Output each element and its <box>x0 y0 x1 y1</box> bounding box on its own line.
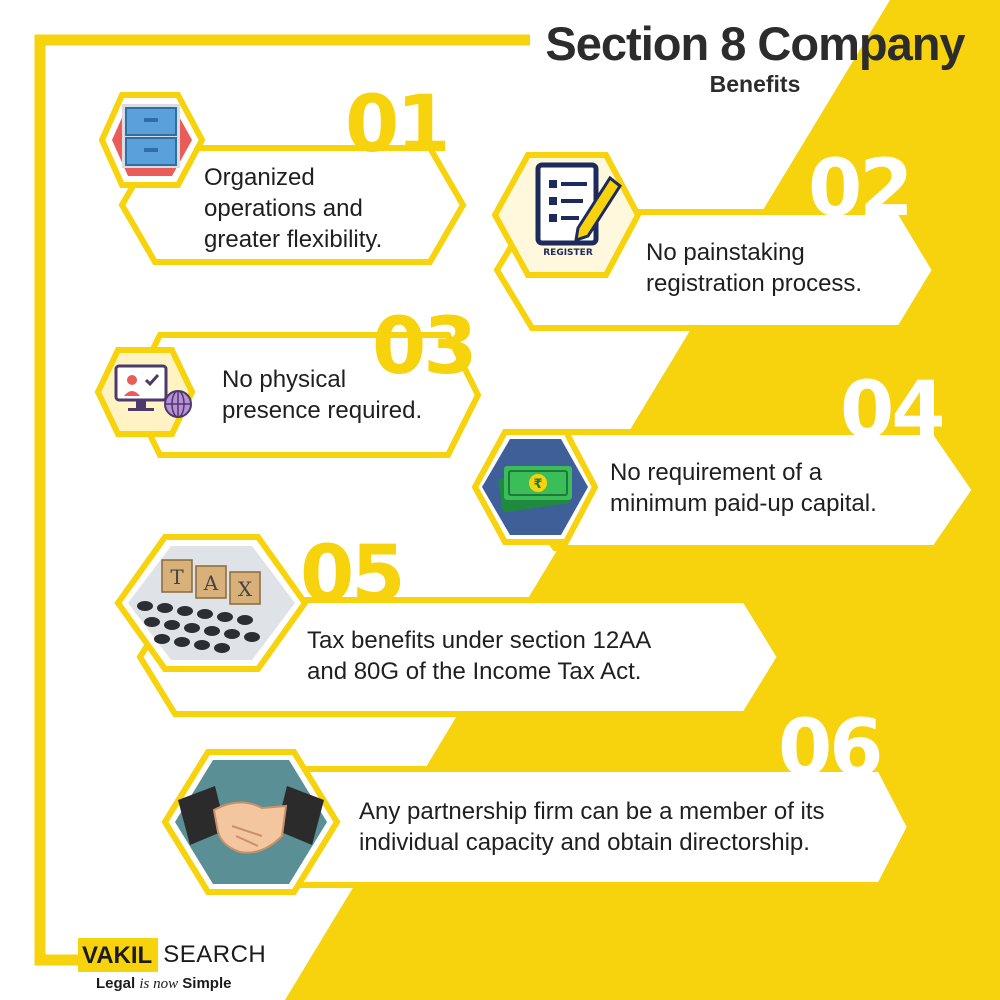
brand-logo: VAKIL SEARCH Legal is now Simple <box>78 938 266 993</box>
item-06-line-2: individual capacity and obtain directors… <box>359 829 810 856</box>
item-05-line-1: Tax benefits under section 12AA <box>307 627 652 654</box>
register-label: REGISTER <box>543 248 593 258</box>
tax-calculator-icon: T A X <box>114 534 309 672</box>
rupee-symbol: ₹ <box>533 477 542 492</box>
item-number-04: 04 <box>840 366 946 456</box>
file-cabinet-icon <box>98 92 206 188</box>
item-text-05: Tax benefits under section 12AA and 80G … <box>307 625 651 687</box>
item-01-line-3: greater flexibility. <box>204 226 383 253</box>
tax-letter-a: A <box>203 571 219 595</box>
item-number-06: 06 <box>778 704 884 794</box>
page-subtitle: Benefits <box>709 71 801 97</box>
card-05-box <box>136 597 784 717</box>
card-01-box <box>118 145 467 265</box>
item-02-line-1: No painstaking <box>646 239 805 266</box>
online-verification-icon <box>94 347 196 437</box>
item-text-03: No physical presence required. <box>222 364 422 426</box>
frame-line <box>34 34 530 966</box>
item-number-01: 01 <box>345 80 451 170</box>
item-number-02: 02 <box>808 144 914 234</box>
register-document-icon <box>491 152 642 278</box>
item-06-line-1: Any partnership firm can be a member of … <box>359 798 825 825</box>
tagline-part3: Simple <box>182 975 232 992</box>
brand-tagline: Legal is now Simple <box>78 975 266 993</box>
item-text-06: Any partnership firm can be a member of … <box>359 796 825 858</box>
item-text-02: No painstaking registration process. <box>646 237 862 299</box>
item-01-line-2: operations and <box>204 195 363 222</box>
tagline-part2: is now <box>139 976 179 992</box>
brand-name-part1: VAKIL <box>78 938 159 972</box>
item-number-05: 05 <box>300 530 406 620</box>
item-03-line-2: presence required. <box>222 397 423 424</box>
brand-name-part2: SEARCH <box>163 941 267 968</box>
rupee-banknote-icon: ₹ <box>471 429 599 545</box>
page-title: Section 8 Company <box>545 17 965 70</box>
item-01-line-1: Organized <box>204 164 315 191</box>
item-05-line-2: and 80G of the Income Tax Act. <box>307 658 642 685</box>
item-text-04: No requirement of a minimum paid-up capi… <box>610 457 877 519</box>
tax-letter-x: X <box>238 577 253 601</box>
item-02-line-2: registration process. <box>646 270 863 297</box>
tagline-part1: Legal <box>96 975 136 992</box>
tax-letter-t: T <box>170 565 184 589</box>
item-text-01: Organized operations and greater flexibi… <box>204 162 382 255</box>
header: Section 8 Company Benefits <box>540 18 970 98</box>
item-04-line-2: minimum paid-up capital. <box>610 490 877 517</box>
item-03-line-1: No physical <box>222 366 347 393</box>
item-04-line-1: No requirement of a <box>610 459 823 486</box>
handshake-icon <box>161 749 341 895</box>
item-number-03: 03 <box>372 302 478 392</box>
